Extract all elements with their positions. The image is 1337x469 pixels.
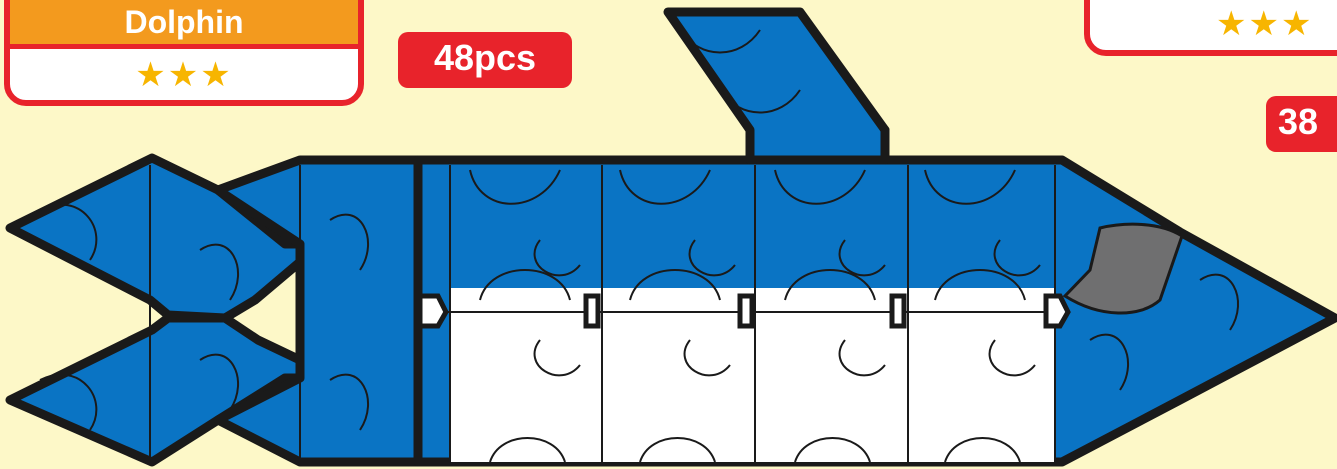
puzzle-card: Dolphin ★★★ bbox=[4, 0, 364, 106]
belly-knobs bbox=[479, 269, 1036, 463]
difficulty-stars: ★★★ bbox=[135, 56, 233, 94]
tail-stock bbox=[213, 155, 423, 467]
dorsal-fin bbox=[663, 7, 890, 165]
next-difficulty-stars: ★★★ bbox=[1216, 5, 1314, 43]
piece-count-badge: 48pcs bbox=[398, 32, 572, 88]
connector-notches bbox=[417, 293, 1071, 329]
next-piece-count-badge: 38 bbox=[1266, 96, 1337, 152]
puzzle-title: Dolphin bbox=[10, 0, 358, 49]
next-puzzle-card: ★★★ bbox=[1084, 0, 1337, 56]
eye-piece bbox=[1062, 222, 1184, 315]
blue-knobs bbox=[39, 29, 1240, 431]
